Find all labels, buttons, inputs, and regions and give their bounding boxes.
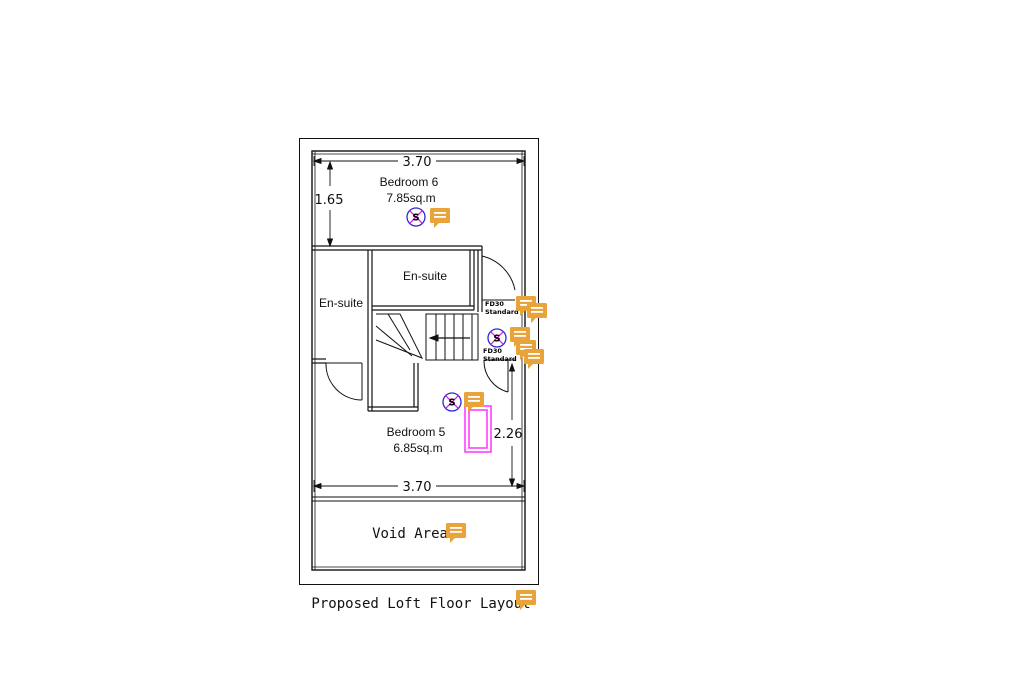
void-separator — [312, 496, 525, 502]
bedroom5-area: 6.85sq.m — [393, 441, 442, 455]
fd30-upper-line1: FD30 — [485, 300, 504, 308]
skylight — [464, 405, 492, 453]
stair — [375, 313, 479, 361]
plan-title: Proposed Loft Floor Layout — [311, 596, 530, 612]
bedroom6-area: 7.85sq.m — [386, 191, 435, 205]
fd30-upper-line2: Standard — [485, 308, 519, 316]
comment-icon[interactable] — [446, 523, 466, 543]
comment-icon[interactable] — [524, 349, 544, 369]
doors — [325, 255, 516, 401]
ensuite-left-walls — [312, 250, 419, 412]
dim-bedroom6-depth: 1.65 — [315, 193, 344, 208]
dim-top-width: 3.70 — [403, 155, 432, 170]
ensuite-top-walls — [372, 250, 475, 311]
ensuite-left-name: En-suite — [319, 296, 363, 310]
comment-icon[interactable] — [527, 303, 547, 323]
svg-text:S: S — [493, 334, 500, 345]
fd30-lower-line1: FD30 — [483, 347, 502, 355]
svg-text:S: S — [412, 213, 419, 224]
bedroom5-name: Bedroom 5 — [387, 425, 446, 439]
bedroom6-name: Bedroom 6 — [380, 175, 439, 189]
svg-text:S: S — [448, 398, 455, 409]
smoke-detector-icon[interactable]: S — [442, 392, 462, 412]
smoke-detector-icon[interactable]: S — [487, 328, 507, 348]
dimension-lines — [312, 156, 526, 492]
ensuite-top-name: En-suite — [403, 269, 447, 283]
dim-bottom-width: 3.70 — [403, 480, 432, 495]
smoke-detector-icon[interactable]: S — [406, 207, 426, 227]
dim-bedroom5-depth: 2.26 — [494, 427, 523, 442]
comment-icon[interactable] — [430, 208, 450, 228]
void-area-name: Void Area — [372, 526, 448, 542]
fd30-lower-line2: Standard — [483, 355, 517, 363]
comment-icon[interactable] — [464, 392, 484, 412]
